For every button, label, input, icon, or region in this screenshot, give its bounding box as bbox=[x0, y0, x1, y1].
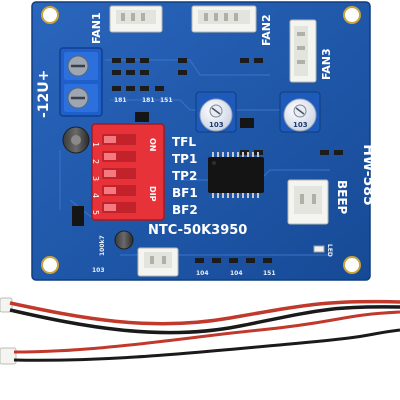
transistor bbox=[72, 206, 84, 226]
fan3-label: FAN3 bbox=[320, 48, 333, 80]
mounting-hole bbox=[41, 256, 59, 274]
dip-on-label: ON bbox=[148, 138, 157, 152]
dip-function-label: BF2 bbox=[172, 203, 198, 217]
electrolytic-capacitor bbox=[62, 126, 90, 154]
transistor bbox=[135, 112, 149, 122]
part-code: 100k7 bbox=[99, 235, 106, 256]
cable-plug bbox=[0, 347, 17, 365]
fan1-connector bbox=[109, 5, 163, 33]
dip-number: 4 bbox=[91, 193, 100, 198]
smd-resistors bbox=[112, 58, 343, 263]
sensor-connector bbox=[137, 247, 179, 277]
model-label: HW-585 bbox=[360, 144, 376, 206]
pot-code: 103 bbox=[209, 121, 224, 129]
dip-function-label: TP1 bbox=[172, 152, 197, 166]
dip-function-label: BF1 bbox=[172, 186, 198, 200]
status-led bbox=[313, 245, 325, 253]
fan2-connector bbox=[191, 5, 257, 33]
part-code: 103 bbox=[92, 267, 105, 274]
power-label: -12U+ bbox=[36, 70, 52, 118]
dip-number: 3 bbox=[91, 176, 100, 181]
potentiometer bbox=[195, 91, 237, 133]
dip-number: 5 bbox=[91, 210, 100, 215]
resistor-code: 151 bbox=[263, 270, 276, 277]
resistor-code: 104 bbox=[196, 270, 209, 277]
transistor bbox=[240, 118, 254, 128]
sensor-label: NTC-50K3950 bbox=[148, 223, 247, 238]
mounting-hole bbox=[343, 6, 361, 24]
resistor-code: 104 bbox=[230, 270, 243, 277]
beep-label: BEEP bbox=[335, 180, 349, 215]
power-terminal bbox=[59, 47, 103, 117]
beep-connector bbox=[287, 179, 329, 225]
dip-number: 1 bbox=[91, 142, 100, 147]
dip-label: DIP bbox=[148, 186, 157, 202]
dip-function-label: TP2 bbox=[172, 169, 197, 183]
led-label: LED bbox=[326, 244, 333, 257]
fan3-connector bbox=[289, 19, 317, 83]
resistor-code: 151 bbox=[160, 97, 173, 104]
fan2-label: FAN2 bbox=[260, 14, 273, 46]
mounting-hole bbox=[41, 6, 59, 24]
resistor-code: 181 bbox=[114, 97, 127, 104]
dip-switch bbox=[91, 123, 165, 221]
ic-chip bbox=[208, 152, 264, 198]
small-capacitor bbox=[114, 230, 134, 250]
mounting-hole bbox=[343, 256, 361, 274]
dip-number: 2 bbox=[91, 159, 100, 164]
pot-code: 103 bbox=[293, 121, 308, 129]
fan1-label: FAN1 bbox=[90, 12, 103, 44]
resistor-code: 181 bbox=[142, 97, 155, 104]
dip-function-label: TFL bbox=[172, 135, 196, 149]
sensor-cable bbox=[0, 297, 400, 365]
potentiometer bbox=[279, 91, 321, 133]
